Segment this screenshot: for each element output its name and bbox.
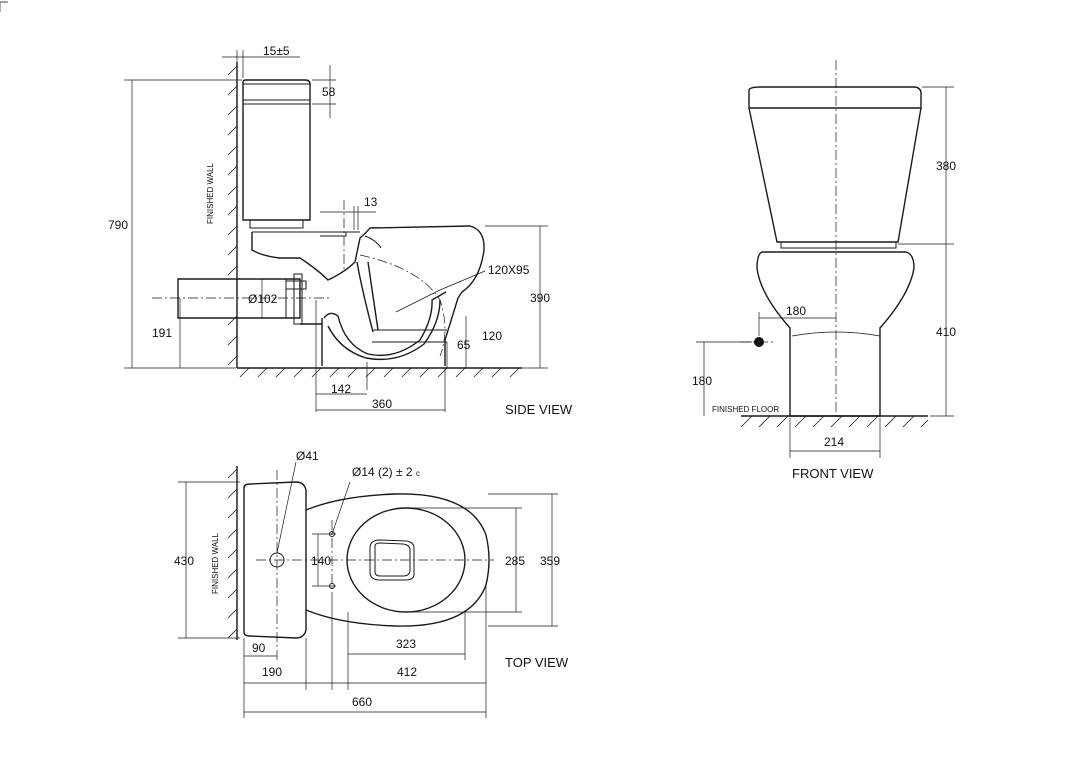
top-view: Ø41 Ø14 (2) ± 2 c 430 140 285 359 90 190… [174,449,569,718]
finished-floor-label: FINISHED FLOOR [712,405,779,414]
front-lid [748,86,922,109]
side-rim-curve [364,235,382,249]
dim-base-width: 214 [824,435,844,449]
dim-bowl-width: 359 [540,554,560,568]
top-water-area [369,539,415,581]
dim-lid-height: 58 [322,85,336,99]
side-cistern [242,79,311,221]
top-dimensions [178,481,558,718]
side-water-line [359,254,446,357]
top-bolt-leader [331,481,351,535]
dim-190: 190 [262,665,282,679]
front-bowl [756,251,915,417]
side-view: 15±5 58 790 13 120X95 390 Ø102 191 120 6… [108,44,573,417]
dim-trap-a: 120 [482,329,502,343]
side-base-front [300,318,323,366]
front-cistern-base [780,242,897,249]
dim-412: 412 [397,665,417,679]
front-cistern [748,107,922,243]
side-dimensions [124,50,548,412]
corner-mark [0,1,8,12]
dim-pipe-height: 191 [152,326,172,340]
side-pipe-cap [286,280,307,290]
dim-323: 323 [396,637,416,651]
top-wall-hatch [227,468,238,639]
dim-top-width: 430 [174,554,194,568]
side-view-title: SIDE VIEW [505,402,573,417]
dim-inlet-offset: 180 [786,304,806,318]
dim-360: 360 [372,397,392,411]
dim-nozzle: 13 [364,195,378,209]
side-outlet-leader [395,289,441,313]
side-wall-hatch [227,65,238,366]
side-finished-wall-label: FINISHED WALL [206,162,215,224]
dim-trap-b: 65 [457,338,471,352]
dim-hole-diameter: Ø41 [296,449,319,463]
dim-bowl-height-front: 410 [936,325,956,339]
front-floor-hatch [740,415,929,428]
side-trap-inner [356,261,379,333]
side-nozzle [320,232,347,237]
side-cistern-base [249,220,304,229]
dim-90: 90 [252,641,266,655]
dim-660: 660 [352,695,372,709]
dim-bolt-note: c [416,469,420,478]
side-outlet-leader-2 [439,270,486,291]
dim-seat-width: 285 [505,554,525,568]
side-floor-hatch [239,367,520,378]
top-water-area-inner [374,542,411,577]
side-trap-curve-outer [327,299,441,361]
side-pipe-collar [285,273,303,325]
dim-bowl-height: 390 [530,291,550,305]
dim-bolt-holes: Ø14 (2) ± 2 [352,465,413,479]
top-cistern [243,481,307,639]
dim-total-height: 790 [108,218,128,232]
front-dimensions [696,86,954,458]
top-finished-wall-label: FINISHED WALL [211,532,220,594]
side-waste-pipe [177,278,301,319]
top-view-title: TOP VIEW [505,655,569,670]
dim-bolt-spacing: 140 [311,554,331,568]
dim-142: 142 [331,382,351,396]
side-trap-curve [323,291,447,357]
dim-inlet-height: 180 [692,374,712,388]
top-hole-leader [276,461,297,554]
dim-tank-height: 380 [936,159,956,173]
top-bowl [305,493,490,627]
dim-outlet: 120X95 [488,263,530,277]
dim-pipe-diameter: Ø102 [248,292,278,306]
dim-wall-offset: 15±5 [263,44,290,58]
side-bowl-outline [251,225,485,366]
front-view-title: FRONT VIEW [792,466,874,481]
front-view: 380 410 180 180 214 FINISHED FLOOR FRONT… [692,60,956,481]
side-cistern-lid [243,83,310,105]
